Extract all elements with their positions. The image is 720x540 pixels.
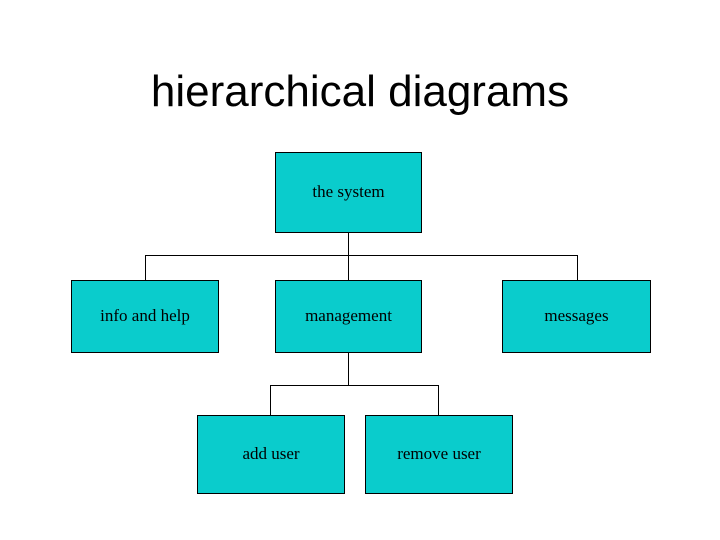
page-title: hierarchical diagrams (150, 67, 570, 116)
connector-drop-info-and-help (145, 255, 146, 281)
node-management[interactable]: management (275, 280, 422, 353)
node-the-system[interactable]: the system (275, 152, 422, 233)
node-add-user-label: add user (242, 444, 300, 464)
node-remove-user[interactable]: remove user (365, 415, 513, 494)
connector-level2-bus (145, 255, 578, 256)
node-remove-user-label: remove user (397, 444, 481, 464)
node-add-user[interactable]: add user (197, 415, 345, 494)
node-the-system-label: the system (312, 182, 385, 202)
connector-level3-bus (270, 385, 439, 386)
node-messages-label: messages (544, 306, 609, 326)
node-info-and-help-label: info and help (100, 306, 190, 326)
node-info-and-help[interactable]: info and help (71, 280, 219, 353)
node-management-label: management (305, 306, 392, 326)
connector-drop-management (348, 255, 349, 281)
connector-root-stem (348, 232, 349, 256)
connector-drop-remove-user (438, 385, 439, 416)
connector-drop-add-user (270, 385, 271, 416)
node-messages[interactable]: messages (502, 280, 651, 353)
connector-management-stem (348, 352, 349, 386)
connector-drop-messages (577, 255, 578, 281)
